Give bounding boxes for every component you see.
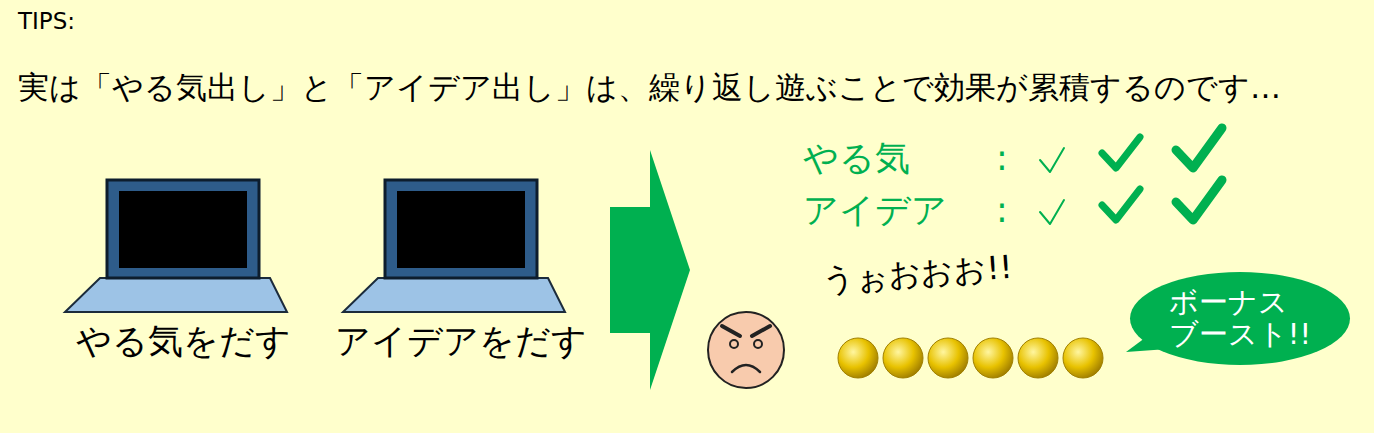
laptop-icon [55, 175, 305, 315]
check-mark [1102, 137, 1140, 168]
meter-name: アイデア [803, 190, 947, 230]
check-mark [1176, 180, 1222, 220]
meter-name: やる気 [803, 138, 910, 178]
meter-colon: : [996, 190, 1008, 230]
block-arrow [610, 150, 690, 390]
shout-text: うぉおおお!! [821, 249, 1014, 299]
laptop-screen [397, 191, 525, 268]
angry-face [708, 312, 784, 388]
bubble-body [1130, 272, 1350, 365]
check-mark [1040, 200, 1064, 224]
check-mark [1176, 128, 1222, 168]
check-mark [1102, 189, 1140, 220]
laptop-frame [107, 180, 259, 278]
laptop-base [65, 278, 287, 312]
tips-title: TIPS: [18, 8, 75, 34]
laptop-node: やる気をだす [55, 175, 311, 361]
check-mark [1040, 148, 1064, 172]
laptop-icon [333, 175, 583, 315]
laptop-screen [119, 191, 247, 268]
laptop-caption: アイデアをだす [333, 321, 589, 361]
laptop-caption: やる気をだす [55, 321, 311, 361]
speech-bubble: ボーナス ブースト!! [1130, 272, 1350, 365]
laptop-frame [385, 180, 537, 278]
coins [838, 338, 1103, 378]
meter-colon: : [996, 138, 1008, 178]
tip-sentence: 実は「やる気出し」と「アイデア出し」は、繰り返し遊ぶことで効果が累積するのです… [18, 70, 1281, 106]
bubble-text: ボーナス ブースト!! [1169, 286, 1311, 351]
laptop-base [343, 278, 565, 312]
laptop-node: アイデアをだす [333, 175, 589, 361]
